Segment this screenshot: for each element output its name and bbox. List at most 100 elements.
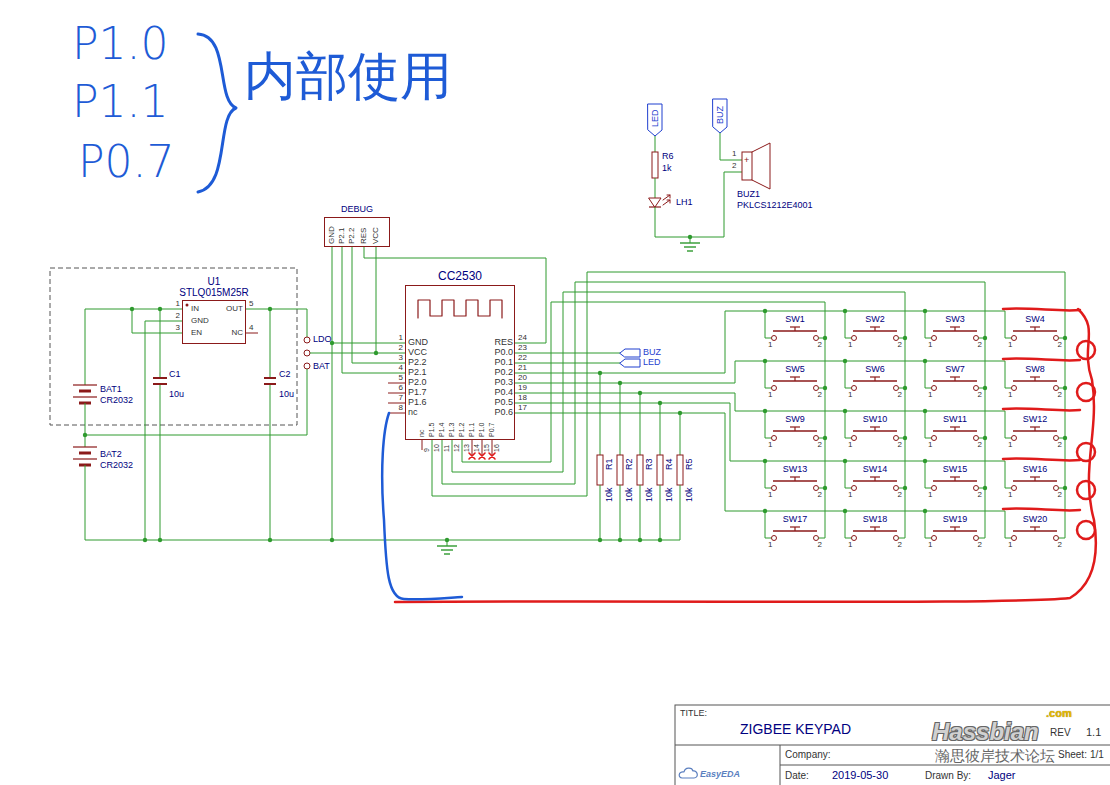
switch-symbol bbox=[814, 336, 819, 341]
resistor-symbol bbox=[677, 455, 683, 485]
wire bbox=[145, 321, 182, 540]
switch-symbol bbox=[950, 376, 960, 377]
hand-mark bbox=[1077, 481, 1095, 499]
pin-label: 11 bbox=[443, 445, 450, 452]
wire-connector bbox=[352, 247, 405, 363]
pin-number: 1 bbox=[1008, 491, 1012, 499]
pin-label: 7 bbox=[399, 394, 403, 402]
part-label: BAT2 bbox=[100, 450, 122, 459]
ground-symbol bbox=[447, 540, 448, 546]
pin-label: 16 bbox=[493, 444, 500, 452]
pin-label: P1.4 bbox=[438, 423, 445, 437]
part-label: R5 bbox=[685, 458, 694, 470]
hand-brace bbox=[198, 34, 236, 192]
hand-mark bbox=[1003, 409, 1080, 411]
ground-symbol bbox=[684, 246, 696, 247]
wire bbox=[640, 485, 641, 540]
pin-label: 17 bbox=[518, 404, 527, 412]
pin-number: 1 bbox=[848, 541, 852, 549]
no-connect-mark bbox=[479, 453, 485, 459]
switch-symbol bbox=[950, 426, 960, 427]
pin-name: GND bbox=[328, 226, 336, 244]
part-label: CR2032 bbox=[100, 396, 133, 405]
wire bbox=[442, 282, 985, 538]
pin-label: 10 bbox=[433, 444, 440, 452]
pin-marker bbox=[186, 304, 189, 307]
switch-label: SW15 bbox=[943, 465, 968, 474]
module-outline bbox=[50, 268, 297, 425]
pin-number: 2 bbox=[978, 341, 982, 349]
pin-label: 9 bbox=[423, 448, 430, 452]
part-label: C1 bbox=[169, 370, 181, 379]
wire bbox=[462, 302, 825, 538]
switch-symbol bbox=[974, 336, 979, 341]
wire bbox=[515, 361, 1005, 383]
capacitor-symbol bbox=[153, 383, 167, 385]
switch-label: SW12 bbox=[1023, 415, 1048, 424]
switch-symbol bbox=[1012, 386, 1017, 391]
net-label: LED bbox=[651, 109, 660, 127]
node-heading: U1STLQ015M25R bbox=[179, 276, 248, 298]
pin-label: OUT bbox=[226, 305, 243, 313]
part-label: C2 bbox=[279, 370, 291, 379]
switch-label: SW11 bbox=[943, 415, 967, 424]
pin-number: 2 bbox=[1058, 441, 1062, 449]
pin-label: 8 bbox=[399, 404, 403, 412]
handwritten-note: P0.7 bbox=[78, 140, 175, 184]
switch-symbol bbox=[1054, 536, 1059, 541]
switch-symbol bbox=[870, 526, 880, 527]
handwritten-note: P1.1 bbox=[72, 80, 169, 124]
switch-label: SW6 bbox=[865, 365, 885, 374]
wire bbox=[845, 361, 852, 388]
switch-label: SW3 bbox=[945, 315, 965, 324]
switch-label: SW10 bbox=[863, 415, 888, 424]
pin-label: NC bbox=[231, 329, 243, 337]
wire bbox=[452, 292, 905, 538]
part-label: DEBUG bbox=[341, 205, 373, 215]
resistor-symbol bbox=[617, 455, 623, 485]
pin-label: 24 bbox=[518, 334, 527, 342]
battery-symbol bbox=[73, 396, 97, 397]
switch-symbol bbox=[772, 486, 777, 491]
switch-symbol bbox=[870, 426, 880, 427]
switch-symbol bbox=[852, 536, 857, 541]
pin-label: P0.6 bbox=[494, 408, 513, 417]
switch-symbol bbox=[1054, 486, 1059, 491]
net-flag bbox=[713, 99, 727, 133]
wire bbox=[515, 353, 620, 354]
resistor-symbol bbox=[652, 152, 658, 178]
pin-number: 2 bbox=[898, 391, 902, 399]
switch-symbol bbox=[1030, 476, 1040, 477]
pin-label: 22 bbox=[518, 354, 527, 362]
battery-symbol bbox=[73, 384, 97, 385]
switch-symbol bbox=[894, 536, 899, 541]
switch-symbol bbox=[790, 376, 800, 377]
switch-symbol bbox=[1054, 436, 1059, 441]
pin-label: 2 bbox=[399, 344, 403, 352]
wire bbox=[925, 461, 932, 488]
switch-symbol bbox=[1054, 386, 1059, 391]
hand-mark bbox=[1003, 309, 1080, 311]
title-block-text: TITLE: bbox=[680, 709, 707, 718]
switch-symbol bbox=[1012, 436, 1017, 441]
pin-number: 2 bbox=[978, 491, 982, 499]
switch-symbol bbox=[870, 326, 880, 327]
switch-symbol bbox=[974, 386, 979, 391]
wire bbox=[655, 136, 656, 152]
pin-label: P1.1 bbox=[468, 423, 475, 437]
watermark: .com bbox=[1046, 708, 1072, 719]
pin-number: 2 bbox=[818, 441, 822, 449]
pin-label: P1.5 bbox=[428, 423, 435, 437]
net-flag bbox=[620, 359, 640, 367]
switch-symbol bbox=[974, 486, 979, 491]
pin-number: 2 bbox=[818, 541, 822, 549]
pin-label: IN bbox=[191, 305, 199, 313]
hand-mark bbox=[1003, 359, 1080, 361]
wire bbox=[332, 343, 333, 540]
watermark: Hassbian bbox=[932, 720, 1039, 744]
pin-name: VCC bbox=[372, 227, 380, 244]
no-connect-mark bbox=[469, 453, 475, 459]
wire bbox=[925, 361, 932, 388]
switch-symbol bbox=[852, 486, 857, 491]
